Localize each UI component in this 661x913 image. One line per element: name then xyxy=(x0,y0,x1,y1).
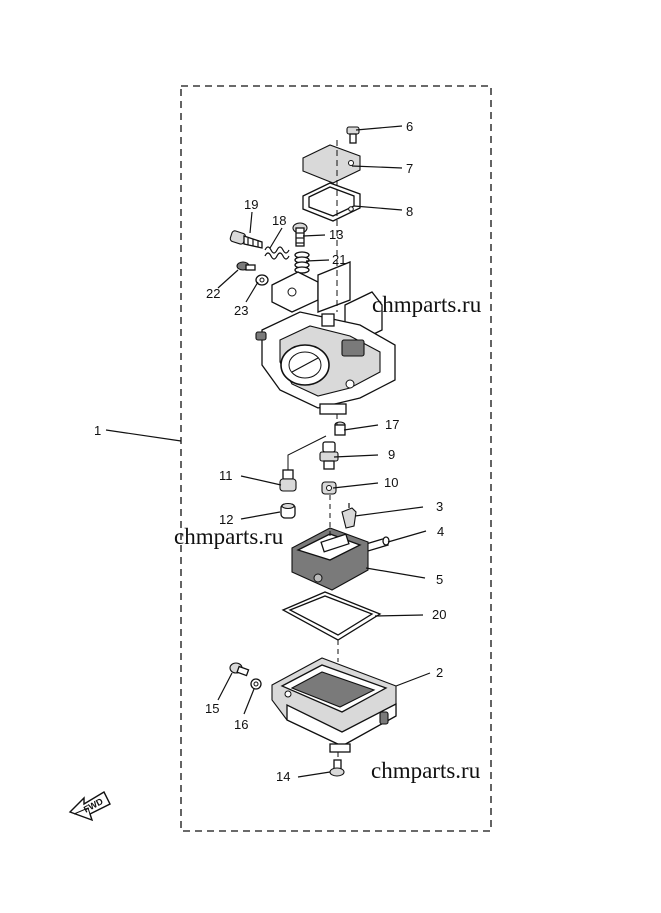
callout-10: 10 xyxy=(384,475,398,490)
part-washer-23 xyxy=(255,274,269,286)
part-gasket-20 xyxy=(281,591,382,641)
part-nozzle-9 xyxy=(319,441,339,470)
callout-3: 3 xyxy=(436,499,443,514)
callout-14: 14 xyxy=(276,769,290,784)
callout-2: 2 xyxy=(436,665,443,680)
watermark-middle: chmparts.ru xyxy=(174,524,284,549)
part-screw-22 xyxy=(236,261,256,271)
callout-9: 9 xyxy=(388,447,395,462)
leader-lines xyxy=(105,125,431,778)
callout-12: 12 xyxy=(219,512,233,527)
callout-1: 1 xyxy=(94,423,101,438)
callout-19: 19 xyxy=(244,197,258,212)
fwd-arrow-icon: FWD xyxy=(68,791,111,822)
part-carburetor-body-1 xyxy=(255,261,396,415)
part-float-bowl-2 xyxy=(271,657,397,753)
part-jet-10 xyxy=(321,481,337,495)
part-washer-16 xyxy=(250,678,262,690)
callout-20: 20 xyxy=(432,607,446,622)
callout-17: 17 xyxy=(385,417,399,432)
part-plug-12 xyxy=(280,503,296,519)
callout-15: 15 xyxy=(205,701,219,716)
part-float-5 xyxy=(291,527,369,591)
callout-18: 18 xyxy=(272,213,286,228)
part-gasket-8 xyxy=(302,182,361,222)
callout-7: 7 xyxy=(406,161,413,176)
callout-13: 13 xyxy=(329,227,343,242)
part-jet-11 xyxy=(279,469,297,492)
callout-5: 5 xyxy=(436,572,443,587)
callout-22: 22 xyxy=(206,286,220,301)
watermark-bottom: chmparts.ru xyxy=(371,758,481,783)
part-spring-21 xyxy=(294,251,310,274)
part-float-pin-4 xyxy=(365,536,390,552)
part-screw-14 xyxy=(329,759,345,777)
part-spring-18 xyxy=(264,246,290,260)
part-screw-15 xyxy=(229,662,250,677)
callout-11: 11 xyxy=(219,468,233,483)
callout-16: 16 xyxy=(234,717,248,732)
part-needle-valve-3 xyxy=(341,503,357,529)
callout-23: 23 xyxy=(234,303,248,318)
callout-4: 4 xyxy=(437,524,444,539)
part-screw-6 xyxy=(346,126,360,144)
callout-8: 8 xyxy=(406,204,413,219)
part-cover-plate-7 xyxy=(302,144,361,184)
part-screw-13 xyxy=(292,222,308,247)
watermark-top: chmparts.ru xyxy=(372,292,482,317)
callout-6: 6 xyxy=(406,119,413,134)
part-screw-19 xyxy=(229,230,263,249)
callout-21: 21 xyxy=(332,252,346,267)
